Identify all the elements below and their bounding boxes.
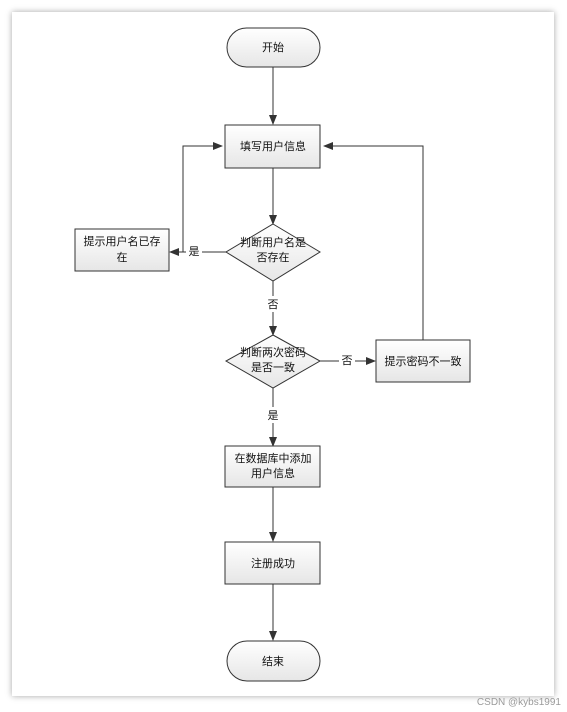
add-user-node: 在数据库中添加 用户信息 bbox=[224, 445, 321, 488]
edge-label-password-no: 否 bbox=[342, 354, 353, 367]
edge-label-exists-yes: 是 bbox=[189, 245, 200, 258]
check-exists-label-line2: 否存在 bbox=[257, 250, 290, 264]
check-exists-decision: 判断用户名是 否存在 bbox=[225, 223, 321, 282]
password-mismatch-label: 提示密码不一致 bbox=[385, 354, 462, 368]
start-node-label: 开始 bbox=[262, 40, 284, 54]
edge-label-exists-no: 否 bbox=[268, 298, 279, 311]
user-exists-node: 提示用户名已存 在 bbox=[74, 228, 170, 272]
register-success-node: 注册成功 bbox=[224, 541, 321, 585]
register-success-label: 注册成功 bbox=[251, 556, 295, 570]
edge-exists-back-to-fill bbox=[182, 142, 223, 252]
end-node: 结束 bbox=[226, 640, 321, 682]
add-user-label-line2: 用户信息 bbox=[251, 466, 295, 480]
edge-label-bg bbox=[186, 243, 202, 259]
edge-mismatch-back-to-fill bbox=[323, 142, 424, 340]
end-node-label: 结束 bbox=[262, 655, 284, 668]
check-exists-label-line1: 判断用户名是 bbox=[240, 235, 306, 249]
add-user-label-line1: 在数据库中添加 bbox=[235, 451, 312, 465]
check-password-label-line2: 是否一致 bbox=[251, 360, 295, 374]
watermark: CSDN @kybs1991 bbox=[476, 697, 561, 708]
fill-info-node-label: 填写用户信息 bbox=[240, 139, 306, 153]
password-mismatch-node: 提示密码不一致 bbox=[375, 339, 471, 383]
user-exists-label-line1: 提示用户名已存 bbox=[84, 234, 161, 248]
check-password-decision: 判断两次密码 是否一致 bbox=[224, 334, 322, 389]
edge-label-password-yes: 是 bbox=[268, 409, 279, 422]
fill-info-node: 填写用户信息 bbox=[224, 124, 321, 169]
edge-label-bg bbox=[265, 407, 281, 423]
edge-label-bg bbox=[265, 296, 281, 312]
check-password-label-line1: 判断两次密码 bbox=[240, 345, 306, 359]
edge-label-bg bbox=[339, 352, 355, 368]
user-exists-label-line2: 在 bbox=[117, 251, 128, 264]
start-node: 开始 bbox=[226, 27, 321, 68]
